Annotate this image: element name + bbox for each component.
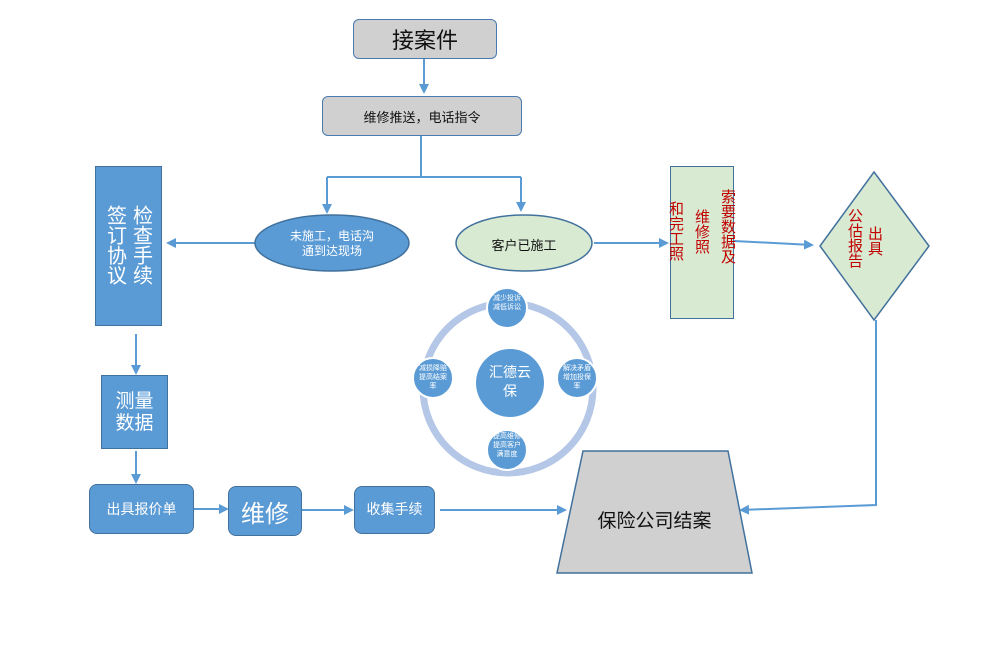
cycle-item-left-label: 减损降赔提高结案率 xyxy=(419,364,447,390)
cycle-center-label: 汇德云保 xyxy=(489,365,531,400)
estimate-report-col-2: 公估报告 xyxy=(846,208,864,272)
arrow-to-report xyxy=(733,239,814,250)
request-photos-label-1: 索要数据及 xyxy=(719,189,737,264)
request-photos-col-2: 维修照 xyxy=(692,209,712,259)
insurance-close-trapezoid xyxy=(556,450,753,574)
repair-label: 维修 xyxy=(241,499,289,528)
collect-procedure-box: 收集手续 xyxy=(354,486,435,534)
estimate-report-text: 出具 公估报告 xyxy=(846,208,884,272)
cycle-item-top xyxy=(486,287,528,329)
request-photos-col-1: 索要数据及 xyxy=(718,189,738,269)
measure-data-box: 测量数据 xyxy=(101,375,168,449)
quote-box: 出具报价单 xyxy=(89,484,194,534)
estimate-report-label-2: 公估报告 xyxy=(846,208,864,268)
customer-started-ellipse xyxy=(455,214,593,272)
receive-case-label: 接案件 xyxy=(391,29,458,54)
quote-label: 出具报价单 xyxy=(106,502,177,518)
not-started-ellipse xyxy=(254,214,410,272)
not-started-label: 未施工，电话沟通到达现场 xyxy=(289,229,374,258)
estimate-report-label-1: 出具 xyxy=(866,226,884,256)
estimate-report-col-1: 出具 xyxy=(866,226,884,272)
cycle-item-bottom-label: 提高维修提高客户满意度 xyxy=(493,432,521,458)
customer-started-label: 客户已施工 xyxy=(491,239,557,254)
cycle-item-top-label: 减少投诉减低诉讼 xyxy=(493,294,521,311)
insurance-close-label: 保险公司结案 xyxy=(597,510,712,532)
estimate-report-diamond xyxy=(819,170,930,322)
request-photos-label-3: 和完工照 xyxy=(667,201,685,261)
cycle-item-bottom xyxy=(486,429,528,471)
repair-box: 维修 xyxy=(228,486,302,536)
sign-agreement-label: 签订协议 xyxy=(103,205,128,285)
receive-case-box: 接案件 xyxy=(353,19,497,59)
cycle-item-left xyxy=(412,357,454,399)
collect-procedure-label: 收集手续 xyxy=(366,501,423,518)
inspect-procedure-col: 检查手续 xyxy=(129,205,154,285)
cycle-center-circle xyxy=(476,349,544,417)
push-maintenance-box: 维修推送，电话指令 xyxy=(322,96,522,136)
inspect-procedure-label: 检查手续 xyxy=(129,205,154,285)
request-photos-label-2: 维修照 xyxy=(693,209,711,254)
cycle-item-right-label: 解决矛盾增加投保率 xyxy=(563,364,591,390)
arrow-to-close-right xyxy=(739,320,877,515)
inspect-sign-box: 检查手续 签订协议 xyxy=(95,166,162,326)
branch-line xyxy=(327,135,422,178)
request-photos-col-3: 和完工照 xyxy=(666,201,686,266)
push-maintenance-label: 维修推送，电话指令 xyxy=(363,110,481,126)
sign-agreement-col: 签订协议 xyxy=(103,205,128,285)
cycle-item-right xyxy=(556,357,598,399)
request-photos-box: 索要数据及 维修照 和完工照 xyxy=(667,166,737,319)
measure-data-label: 测量数据 xyxy=(115,390,154,434)
